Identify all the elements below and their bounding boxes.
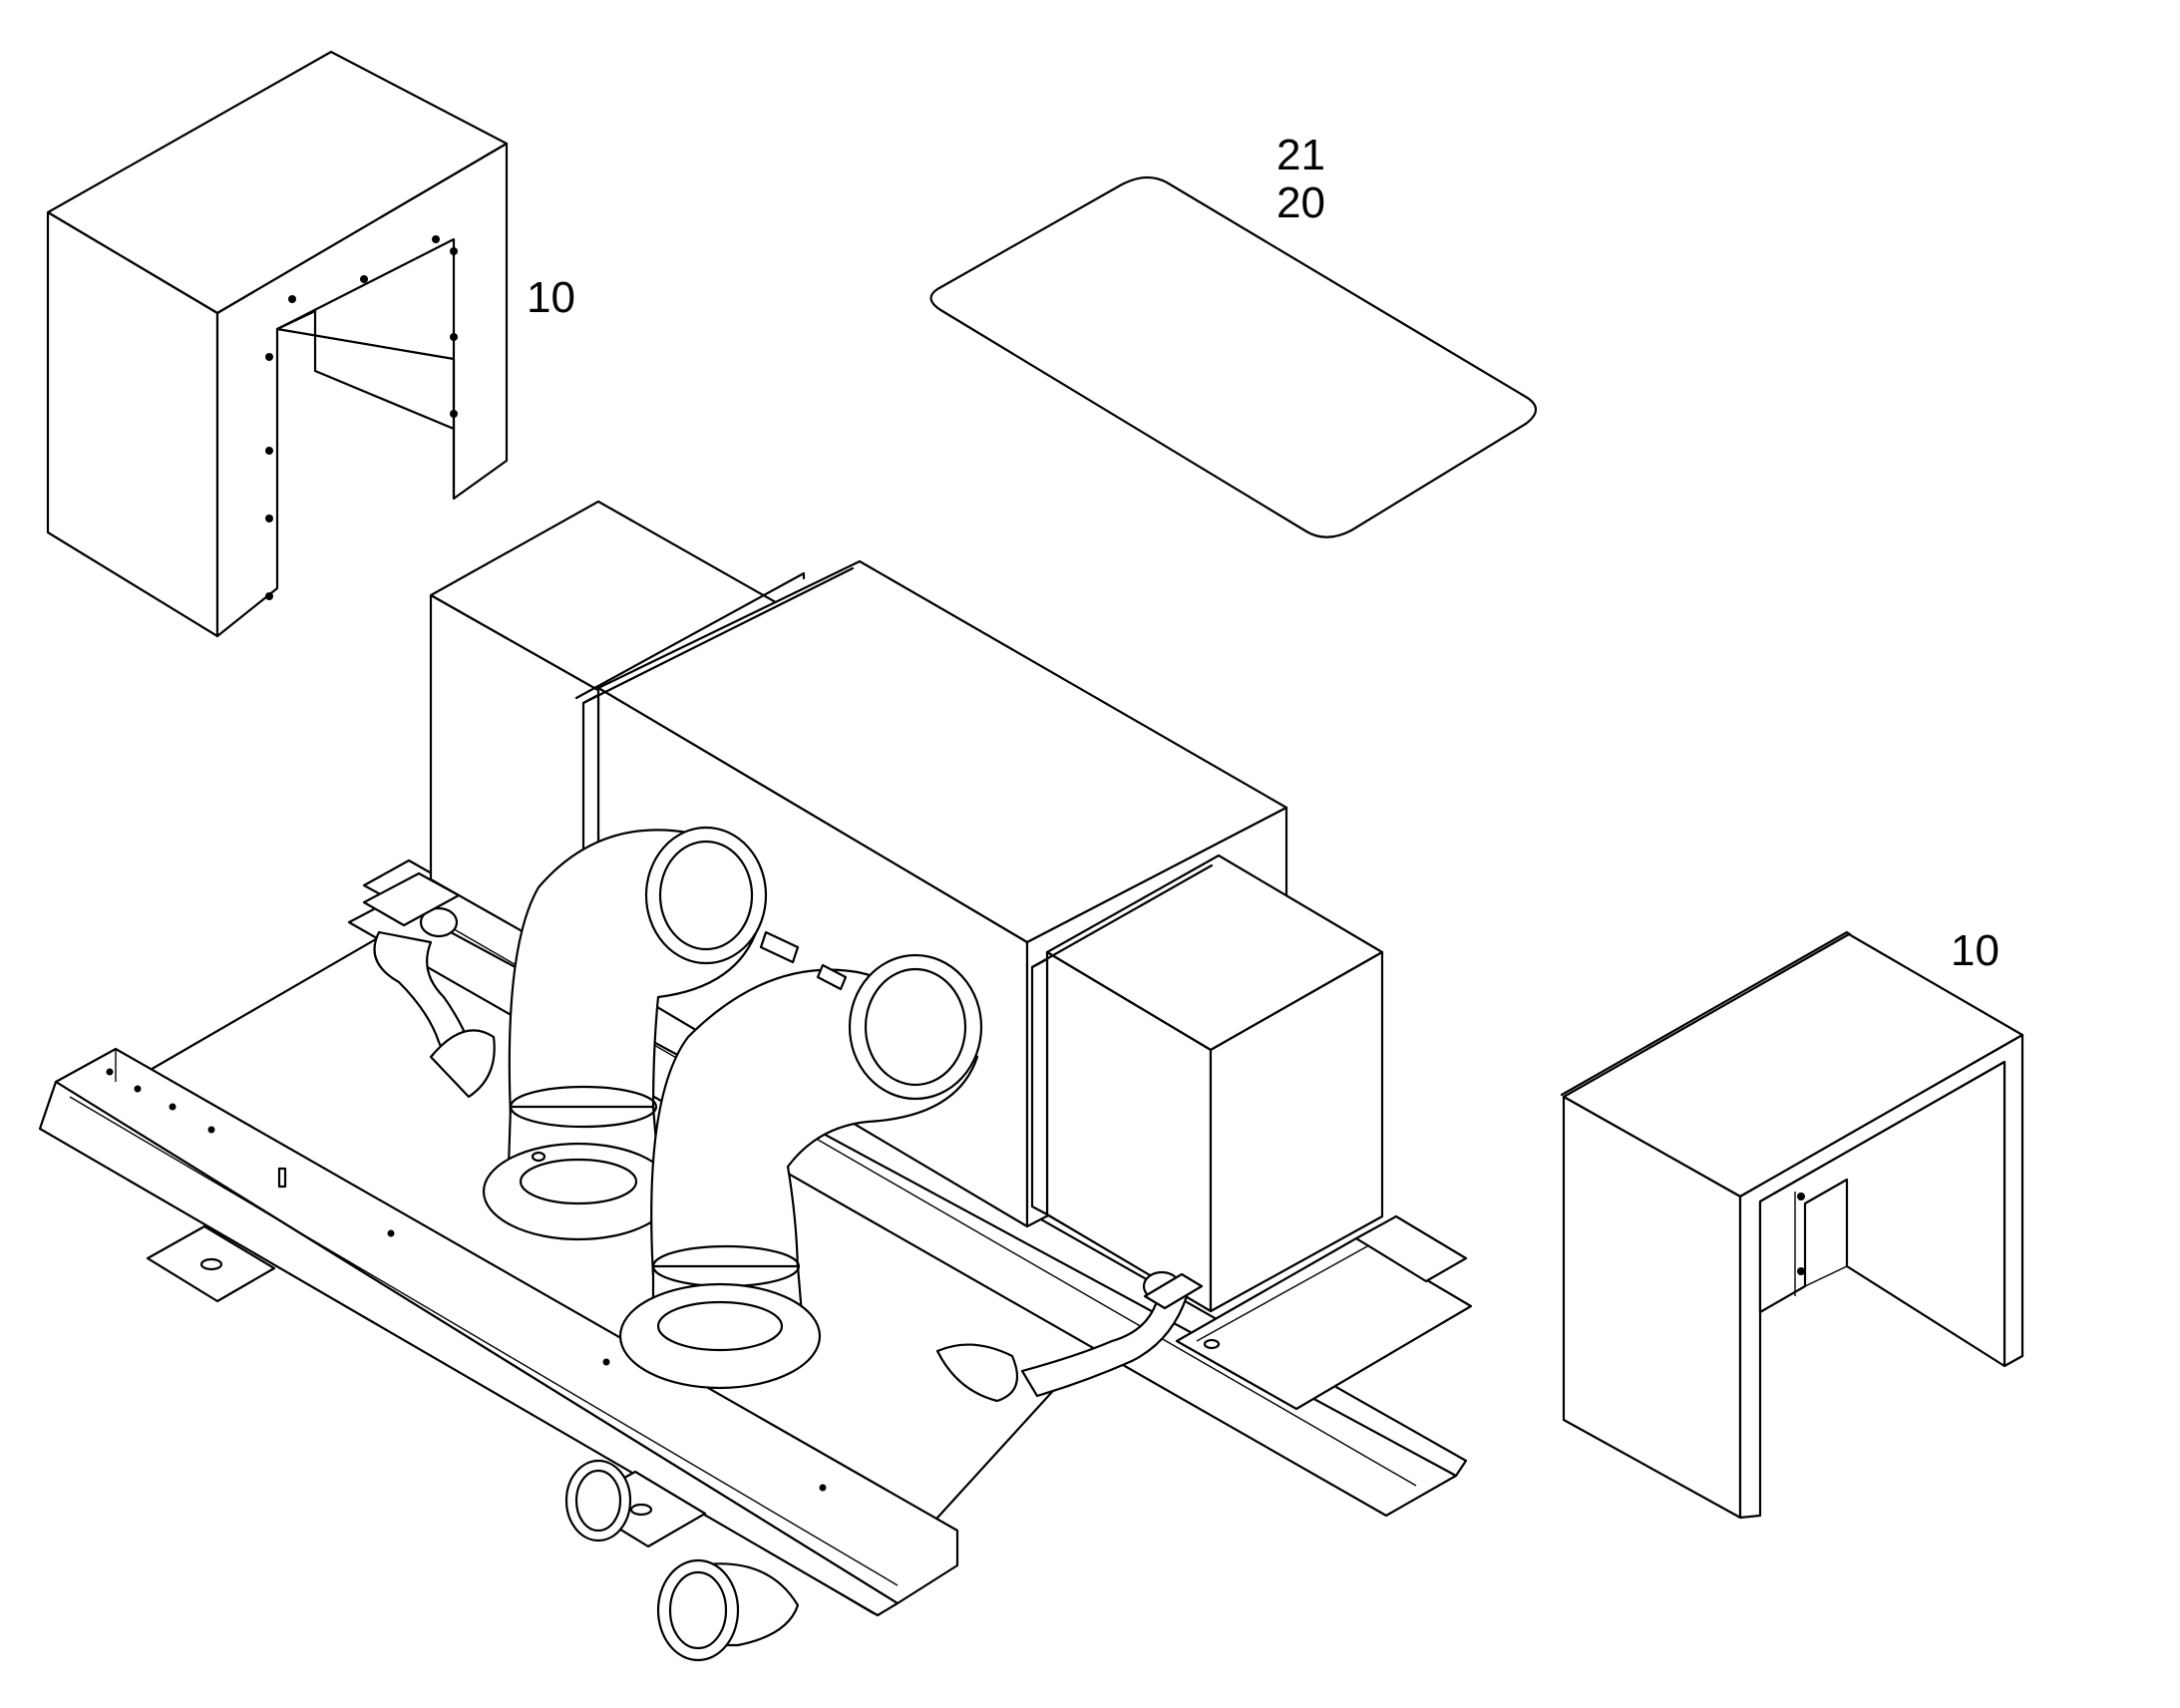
- top-panel-part: [929, 175, 1538, 538]
- main-assembly: [38, 500, 1473, 1662]
- right-cover-part: [1560, 930, 2024, 1520]
- callout-top-panel-a: 21: [1276, 131, 1325, 179]
- callout-left-cover: 10: [527, 273, 575, 322]
- callout-right-cover: 10: [1951, 926, 1999, 975]
- left-cover-part: [46, 50, 509, 638]
- callout-top-panel-b: 20: [1276, 178, 1325, 227]
